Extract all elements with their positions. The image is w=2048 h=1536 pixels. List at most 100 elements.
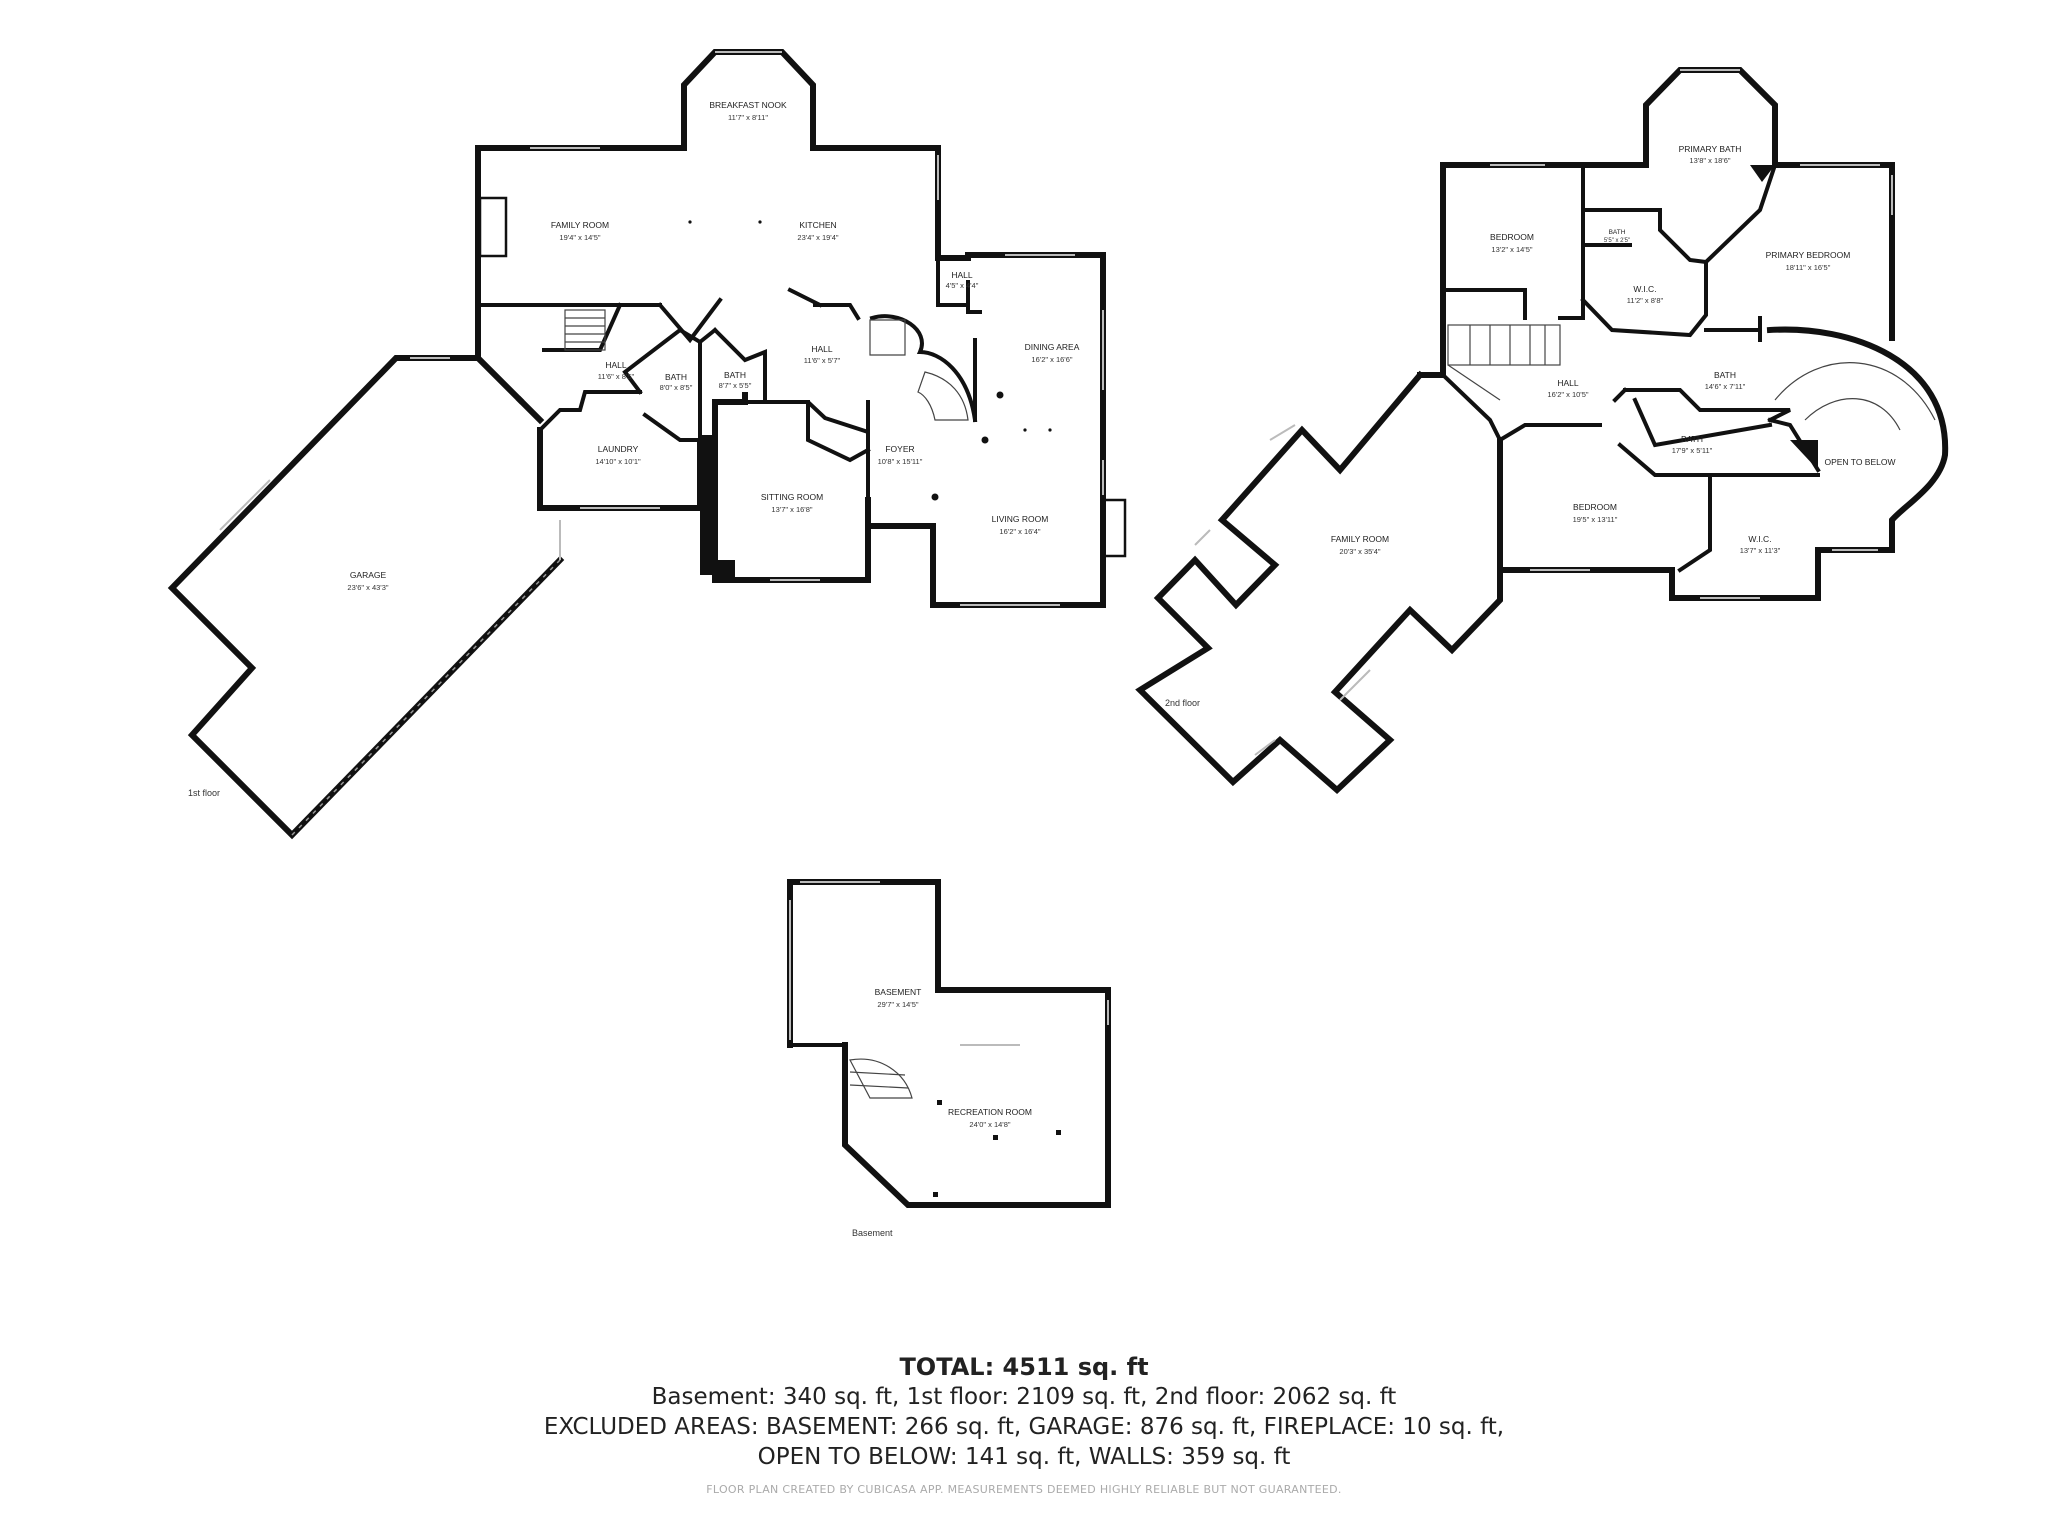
room-dimensions: 8'0" x 8'5" (660, 383, 693, 392)
room-name: LAUNDRY (598, 444, 639, 454)
interior-wall (1703, 162, 1778, 265)
room-dimensions: 13'8" x 18'6" (1689, 156, 1730, 165)
wic-wall (1669, 547, 1821, 601)
garage-wall (167, 355, 565, 840)
stair-landing (869, 319, 906, 356)
wall-post (1750, 165, 1775, 182)
room-name: FOYER (885, 444, 914, 454)
disclaimer-credit: FLOOR PLAN CREATED BY CUBICASA APP. MEAS… (706, 1483, 1342, 1496)
interior-wall (1658, 208, 1709, 265)
garage-connector-wall (515, 395, 545, 425)
room-dimensions: 19'4" x 14'5" (559, 233, 600, 242)
room-dimensions: 17'9" x 5'11" (1672, 446, 1713, 455)
interior-wall (787, 287, 823, 308)
family-fireplace (478, 196, 508, 258)
open-to-below-stair-inner (1804, 398, 1901, 431)
room-name: BATH (665, 372, 687, 382)
open-to-below-curve-wall (1766, 326, 1949, 553)
room-name: BATH (1714, 370, 1736, 380)
first-floor-windows (219, 51, 1104, 606)
second-floor-windows (1194, 69, 1893, 756)
room-name: HALL (605, 360, 627, 370)
room-dimensions: 16'2" x 16'6" (1031, 355, 1072, 364)
room-name: BATH (724, 370, 746, 380)
room-dimensions: 14'10" x 10'1" (595, 457, 641, 466)
room-dimensions: 11'2" x 8'8" (1627, 296, 1664, 305)
floor-label-2nd: 2nd floor (1165, 698, 1200, 708)
room-name: LIVING ROOM (992, 514, 1049, 524)
room-dimensions: 16'2" x 10'5" (1547, 390, 1588, 399)
room-name: HALL (951, 270, 973, 280)
room-dimensions: 13'7" x 16'8" (771, 505, 812, 514)
room-name: OPEN TO BELOW (1824, 457, 1895, 467)
stair-tread (849, 1071, 906, 1076)
room-name: RECREATION ROOM (948, 1107, 1032, 1117)
interior-wall (806, 400, 871, 463)
area-summary: TOTAL: 4511 sq. ft Basement: 340 sq. ft,… (0, 1352, 2048, 1498)
first-floor-outer-wall (475, 145, 687, 405)
room-dimensions: 20'3" x 35'4" (1339, 547, 1380, 556)
interior-wall (1617, 442, 1712, 477)
interior-wall (1497, 423, 1602, 443)
interior-wall (1623, 388, 1791, 423)
total-area: TOTAL: 4511 sq. ft (899, 1353, 1149, 1381)
room-name: SITTING ROOM (761, 492, 823, 502)
interior-wall (813, 303, 861, 321)
room-dimensions: 29'7" x 14'5" (877, 1000, 918, 1009)
basement-plan: BASEMENT 29'7" x 14'5" RECREATION ROOM 2… (787, 879, 1111, 1238)
room-name: BEDROOM (1490, 232, 1534, 242)
second-floor-outer-wall (1417, 162, 1649, 378)
wall-post (1790, 440, 1818, 470)
excluded-areas: EXCLUDED AREAS: BASEMENT: 266 sq. ft, GA… (543, 1414, 1505, 1440)
room-dimensions: 4'5" x 4'4" (946, 281, 979, 290)
room-name: GARAGE (350, 570, 387, 580)
first-floor-plan: BREAKFAST NOOK 11'7" x 8'11" FAMILY ROOM… (167, 49, 1127, 840)
floor-areas: Basement: 340 sq. ft, 1st floor: 2109 sq… (651, 1384, 1397, 1410)
room-name: W.I.C. (1633, 284, 1656, 294)
interior-wall (1612, 387, 1628, 403)
second-floor-plan: PRIMARY BATH 13'8" x 18'6" BEDROOM 13'2"… (1135, 67, 1949, 795)
interior-wall (1440, 372, 1503, 443)
room-dimensions: 13'2" x 14'5" (1491, 245, 1532, 254)
excluded-areas-cont: OPEN TO BELOW: 141 sq. ft, WALLS: 359 sq… (757, 1444, 1291, 1470)
room-name: DINING AREA (1025, 342, 1080, 352)
interior-wall (537, 390, 642, 433)
interior-wall (1580, 260, 1708, 338)
wall-post (700, 435, 715, 575)
wall-post-corner (715, 560, 735, 580)
recreation-room-wall (842, 1042, 1111, 1208)
interior-wall (966, 303, 982, 314)
room-dimensions: 10'8" x 15'11" (878, 457, 923, 466)
room-name: HALL (1557, 378, 1579, 388)
room-dimensions: 19'5" x 13'11" (1573, 515, 1618, 524)
open-to-below-stair-outer (1774, 362, 1936, 421)
room-dimensions: 13'7" x 11'3" (1740, 546, 1781, 555)
second-floor-stair (1447, 324, 1561, 401)
room-name: BATH (1681, 434, 1703, 444)
room-dimensions: 11'6" x 5'7" (804, 356, 841, 365)
floor-label-basement: Basement (852, 1228, 893, 1238)
room-dimensions: 18'11" x 16'5" (1786, 263, 1831, 272)
room-name: W.I.C. (1748, 534, 1771, 544)
room-name: BATH (1609, 229, 1626, 236)
room-name: BREAKFAST NOOK (709, 100, 787, 110)
room-name: KITCHEN (799, 220, 836, 230)
room-dimensions: 23'6" x 43'3" (347, 583, 388, 592)
interior-wall (712, 327, 767, 404)
interior-wall (743, 400, 870, 502)
basement-stair (849, 1058, 913, 1099)
room-dimensions: 14'6" x 7'11" (1705, 382, 1746, 391)
room-name: HALL (811, 344, 833, 354)
room-name: BASEMENT (875, 987, 922, 997)
basement-outer-wall (787, 879, 1111, 1048)
room-dimensions: 11'7" x 8'11" (728, 113, 768, 122)
room-dimensions: 16'2" x 16'4" (999, 527, 1040, 536)
room-name: BEDROOM (1573, 502, 1617, 512)
interior-wall (1677, 473, 1712, 573)
interior-wall (642, 412, 702, 442)
basement-fixtures (933, 1100, 1061, 1197)
room-dimensions: 5'5" x 2'5" (1604, 238, 1630, 244)
interior-wall (657, 297, 723, 344)
interior-wall (542, 302, 623, 352)
